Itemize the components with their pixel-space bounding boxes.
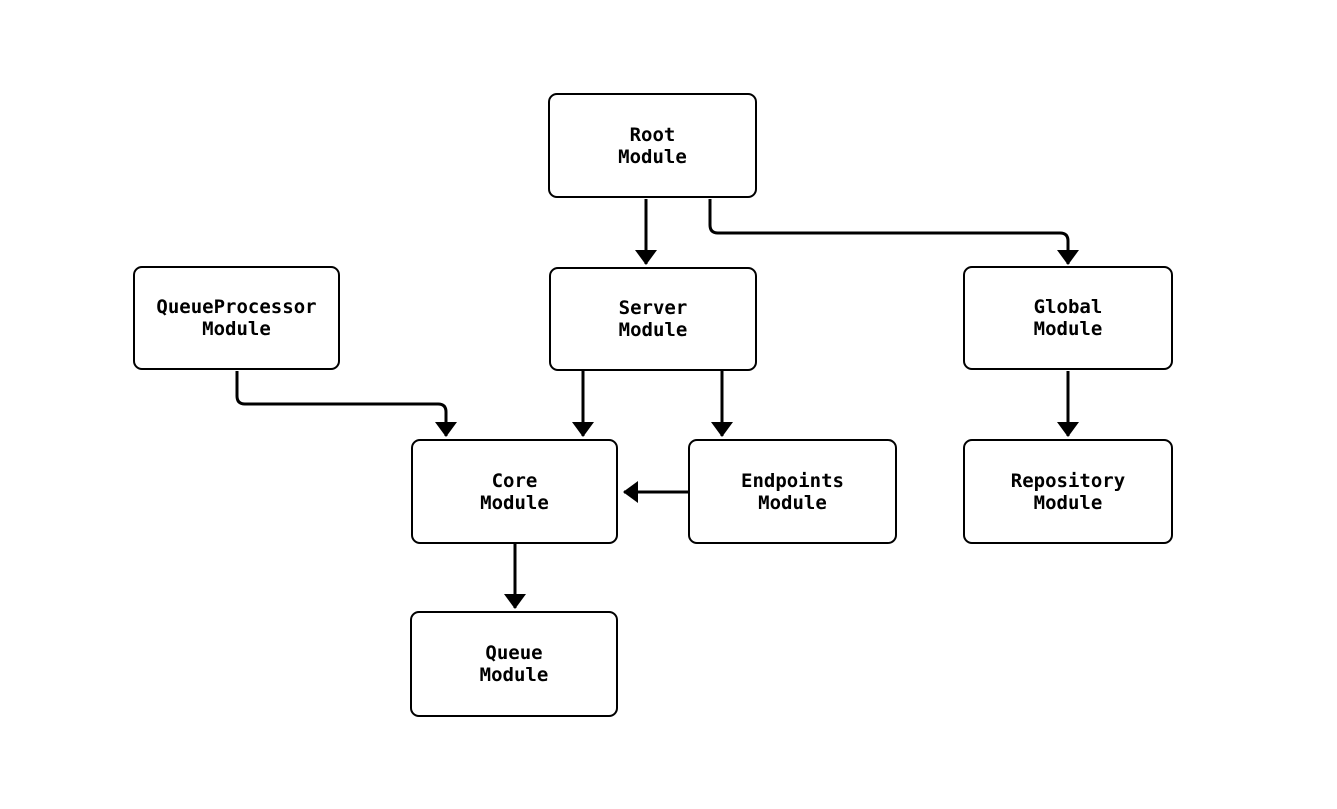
- edge-root-to-global: [708, 199, 1079, 265]
- edge-queueprocessor-to-core: [235, 371, 457, 437]
